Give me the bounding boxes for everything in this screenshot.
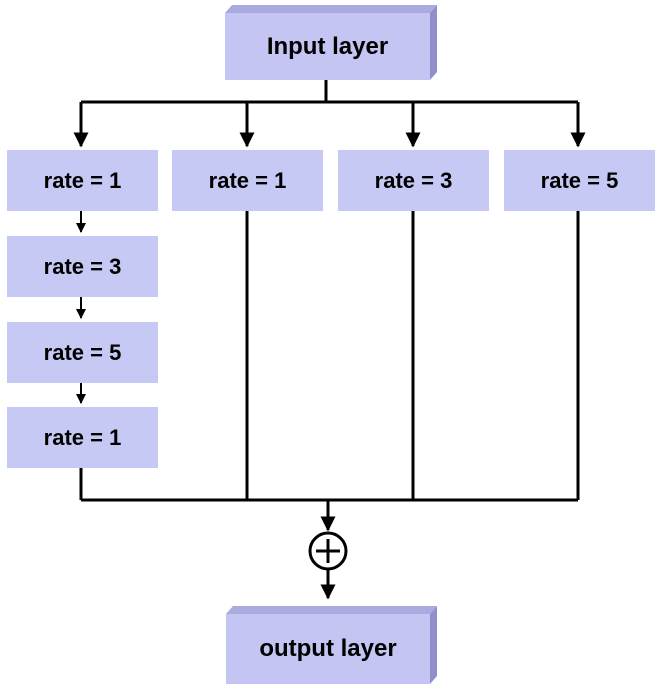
output-layer-side [430, 606, 437, 684]
col1-rate-box-4 [7, 407, 158, 468]
output-collection-lines [79, 211, 580, 600]
col1-rate-box-1 [7, 150, 158, 211]
col3-rate-box [338, 150, 489, 211]
input-distribution-lines [73, 80, 586, 148]
input-layer-top [225, 5, 437, 13]
sum-node [308, 531, 348, 571]
col2-rate-box [172, 150, 323, 211]
input-layer-box [225, 5, 437, 80]
output-layer-box [226, 606, 437, 684]
input-layer-side [430, 5, 437, 80]
col1-rate-box-2 [7, 236, 158, 297]
col1-rate-box-3 [7, 322, 158, 383]
input-layer-face [225, 13, 430, 80]
output-layer-top [226, 606, 437, 614]
col4-rate-box [504, 150, 655, 211]
output-layer-face [226, 614, 430, 684]
